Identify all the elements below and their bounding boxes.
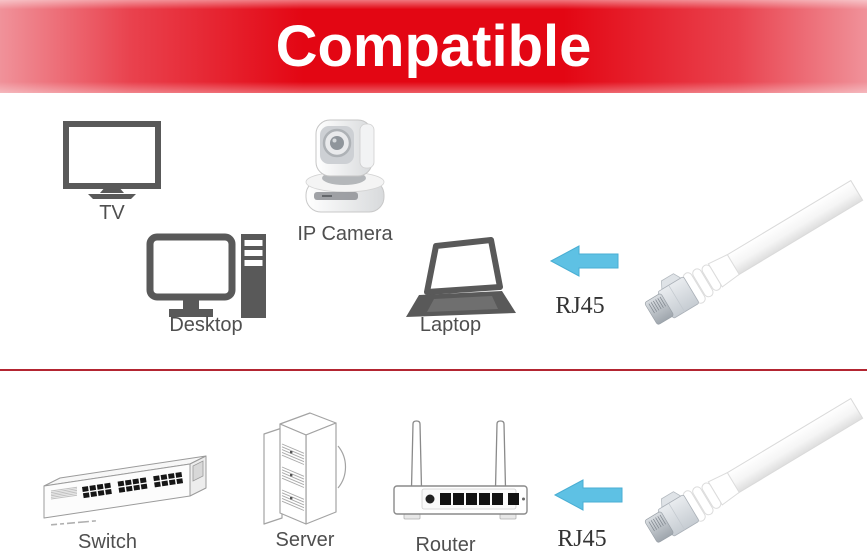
ip-camera-icon (305, 119, 385, 213)
laptop-icon (406, 237, 516, 317)
banner: Compatible (0, 0, 867, 93)
server-icon (263, 412, 347, 525)
tv-icon (63, 121, 161, 199)
device-label-tv: TV (99, 202, 125, 224)
rj45-label: RJ45 (557, 526, 607, 552)
device-label-switch: Switch (78, 531, 137, 553)
router-icon (393, 420, 528, 520)
device-label-router: Router (415, 534, 476, 556)
rj45-label: RJ45 (555, 293, 605, 319)
device-label-laptop: Laptop (419, 314, 482, 336)
section-divider (0, 369, 867, 371)
desktop-icon (146, 233, 266, 318)
device-label-server: Server (275, 529, 335, 551)
left-arrow-icon (549, 245, 619, 277)
ethernet-cable-image (644, 180, 864, 325)
ethernet-cable-image (644, 397, 864, 543)
banner-title: Compatible (275, 13, 592, 79)
left-arrow-icon (553, 479, 623, 511)
switch-icon (43, 455, 207, 526)
device-label-ip-camera: IP Camera (297, 223, 393, 245)
device-label-desktop: Desktop (169, 314, 243, 336)
